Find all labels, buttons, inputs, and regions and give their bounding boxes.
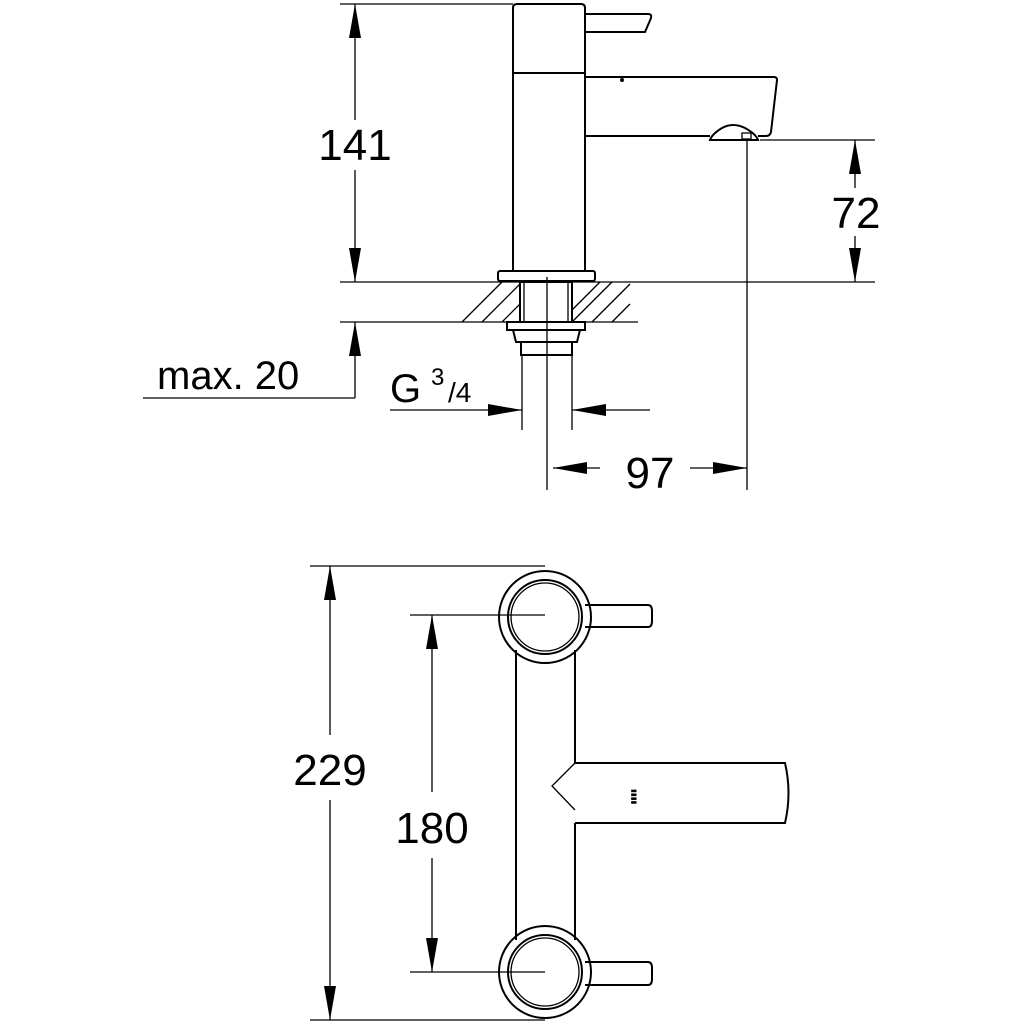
spout [586,76,779,137]
spout-junction [551,762,576,811]
handle [585,13,653,33]
dimension-72: 72 [832,189,881,238]
washer [506,321,586,331]
hex-nut [511,329,582,343]
logo-mark: ▮▮▮▮ [630,789,637,805]
upper-valve [498,570,653,664]
dimension-97: 97 [626,449,675,498]
aerator [708,124,760,141]
shank [519,281,573,323]
counter-hatching [461,281,631,323]
thread-numerator: 3 [431,364,444,391]
side-view: 141 72 max. 20 G 3 /4 97 [143,3,887,498]
aerator-outlet [741,132,752,140]
dimension-max-20: max. 20 [157,354,299,398]
spout-top [575,762,790,824]
dimension-180: 180 [395,804,468,853]
spout-mark [620,78,624,82]
dimension-229: 229 [293,746,366,795]
upper-handle [585,604,653,628]
top-view: ▮▮▮▮ 229 180 [293,565,790,1021]
thread-denominator: /4 [448,377,471,408]
lower-handle [585,961,653,986]
thread-label-g: G [390,367,421,411]
body-bar [515,650,576,940]
dimension-141: 141 [318,121,391,170]
faucet-body [512,3,586,272]
